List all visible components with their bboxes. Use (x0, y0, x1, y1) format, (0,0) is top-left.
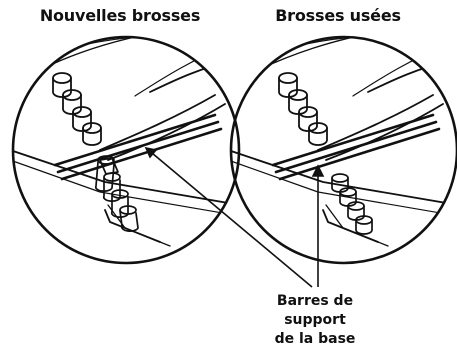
callout-line-1: Barres de (250, 292, 380, 311)
callout-support-bars: Barres de support de la base (250, 292, 380, 349)
callout-leaders (146, 148, 323, 287)
callout-line-3: de la base (250, 330, 380, 349)
callout-line-2: support (250, 311, 380, 330)
worn-cylinders-lower (332, 174, 372, 234)
worn-cylinders-upper (279, 73, 327, 145)
new-brushes-detail (10, 30, 240, 246)
brush-cylinders-upper (53, 73, 101, 145)
worn-brushes-detail (228, 30, 457, 246)
